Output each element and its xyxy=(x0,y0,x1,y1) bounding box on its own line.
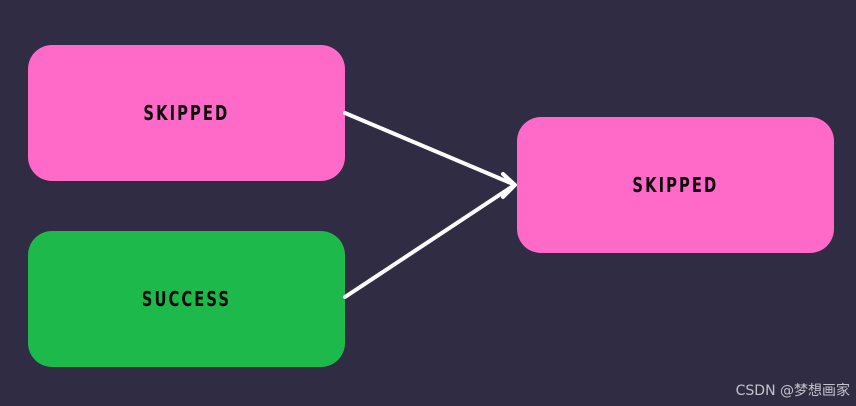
node-success-source: SUCCESS xyxy=(28,231,345,367)
edge-success-to-skipped xyxy=(343,184,515,299)
edge-skipped-to-skipped xyxy=(343,111,515,186)
node-label: SUCCESS xyxy=(141,287,232,311)
arrowhead-icon xyxy=(501,172,517,199)
node-label: SKIPPED xyxy=(143,101,230,125)
node-label: SKIPPED xyxy=(632,173,719,197)
node-skipped-target: SKIPPED xyxy=(517,117,834,253)
watermark: CSDN @梦想画家 xyxy=(735,383,850,399)
node-skipped-source: SKIPPED xyxy=(28,45,345,181)
